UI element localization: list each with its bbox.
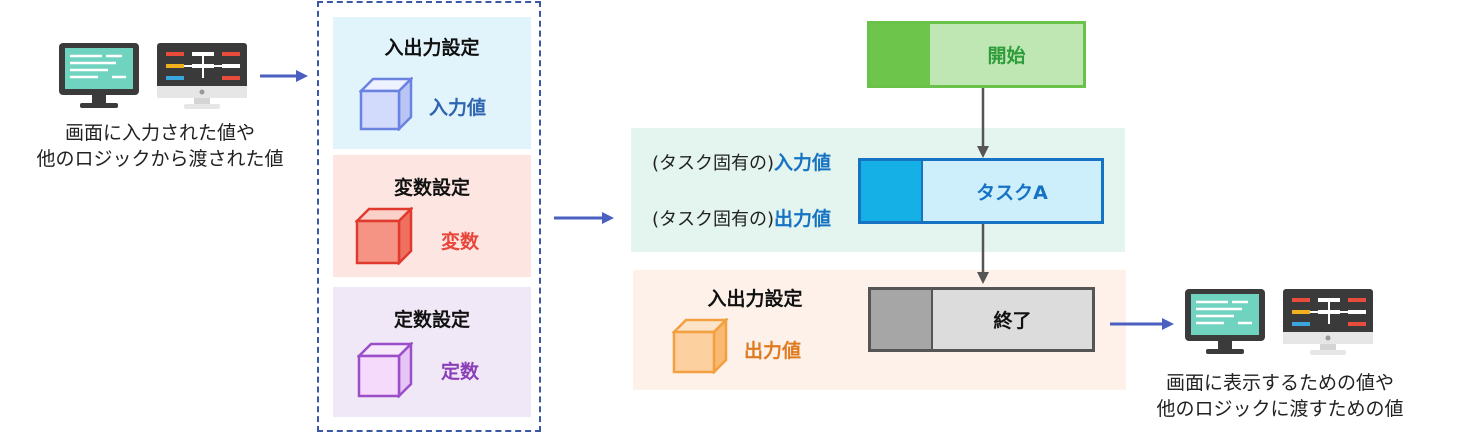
cube-icon [359,77,413,131]
arrow-to-flow [554,212,614,224]
constant-settings-panel: 定数設定 定数 [333,287,531,417]
task-a-marker [861,161,923,221]
settings-container [317,1,541,432]
end-label: 終了 [993,310,1032,332]
task-input-label: 入力値 [774,152,832,174]
flowchart-monitor-icon [157,43,247,109]
variable-label: 変数 [441,231,480,253]
arrow-to-settings [260,70,308,82]
cube-icon [357,342,413,398]
constant-settings-title: 定数設定 [393,309,470,331]
task-a-label: タスクA [976,181,1048,204]
task-a-node[interactable]: タスクA [858,158,1104,224]
arrow-task-to-end [977,224,989,284]
monitor-icon [1185,289,1265,354]
right-caption: 画面に表示するための値や 他のロジックに渡すための値 [1156,372,1404,420]
end-node: 終了 [868,287,1095,352]
constant-label: 定数 [441,361,480,383]
start-node: 開始 [867,21,1086,88]
start-label: 開始 [987,45,1026,67]
task-output-label: 出力値 [774,208,832,230]
end-io-title: 入出力設定 [707,288,803,310]
task-output-text: (タスク固有の)出力値 [652,208,832,230]
start-node-marker [870,24,930,85]
input-value-label: 入力値 [429,97,487,119]
monitor-icon [59,43,139,108]
variable-settings-panel: 変数設定 変数 [333,155,531,277]
flowchart-monitor-icon [1283,289,1373,355]
end-node-marker [871,290,933,349]
cube-icon [672,318,728,374]
arrow-start-to-task [977,88,989,158]
variable-settings-title: 変数設定 [393,177,470,199]
output-value-label: 出力値 [744,340,802,362]
arrow-to-output [1110,318,1174,330]
left-caption: 画面に入力された値や 他のロジックから渡された値 [36,122,284,170]
io-settings-title: 入出力設定 [384,37,480,59]
io-settings-panel: 入出力設定 入力値 [333,17,531,149]
task-input-text: (タスク固有の)入力値 [652,152,832,174]
cube-icon [355,207,413,265]
